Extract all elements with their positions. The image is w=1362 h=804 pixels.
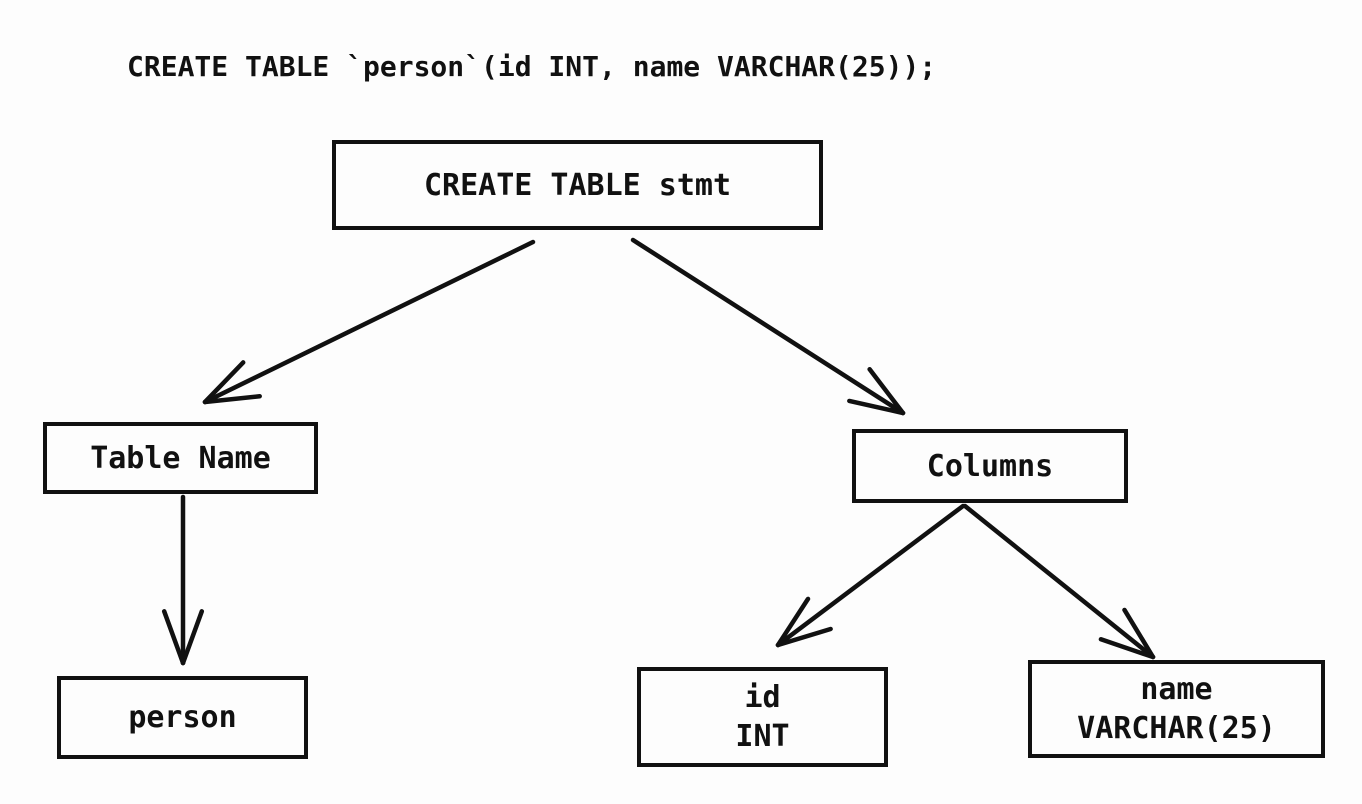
tree-node-columns: Columns — [852, 429, 1128, 503]
tree-node-stmt: CREATE TABLE stmt — [332, 140, 823, 230]
edge-shaft — [962, 503, 1156, 660]
edge-shaft — [775, 503, 966, 648]
tree-node-label: person — [128, 700, 237, 735]
arrowhead-barb — [847, 398, 906, 416]
arrowhead-barb — [202, 393, 262, 405]
arrowhead-barb — [867, 367, 906, 416]
arrowhead-barb — [161, 609, 186, 666]
arrowhead-barb — [202, 360, 246, 405]
tree-node-label: Columns — [926, 448, 1054, 484]
tree-node-col-name: name VARCHAR(25) — [1028, 660, 1325, 758]
tree-node-person: person — [57, 676, 308, 759]
edge-stmt-to-table-name — [202, 239, 536, 405]
tree-node-label: name VARCHAR(25) — [1077, 672, 1276, 746]
edge-columns-to-col-name — [962, 503, 1156, 660]
tree-node-table-name: Table Name — [43, 422, 318, 494]
edge-table-name-to-person — [161, 494, 205, 666]
sql-statement-text: CREATE TABLE `person`(id INT, name VARCH… — [127, 50, 937, 83]
arrowhead-barb — [775, 626, 833, 648]
edge-shaft — [202, 239, 536, 405]
edge-shaft — [630, 237, 906, 416]
arrowhead-barb — [1098, 637, 1156, 660]
arrowhead-barb — [1122, 607, 1156, 660]
edge-columns-to-col-id — [775, 503, 966, 648]
arrowhead-barb — [180, 609, 205, 666]
tree-node-label: CREATE TABLE stmt — [423, 167, 732, 203]
arrowhead-barb — [775, 596, 811, 648]
tree-node-col-id: id INT — [637, 667, 888, 767]
tree-node-label: id INT — [735, 680, 790, 754]
tree-node-label: Table Name — [90, 440, 271, 476]
edge-stmt-to-columns — [630, 237, 906, 416]
